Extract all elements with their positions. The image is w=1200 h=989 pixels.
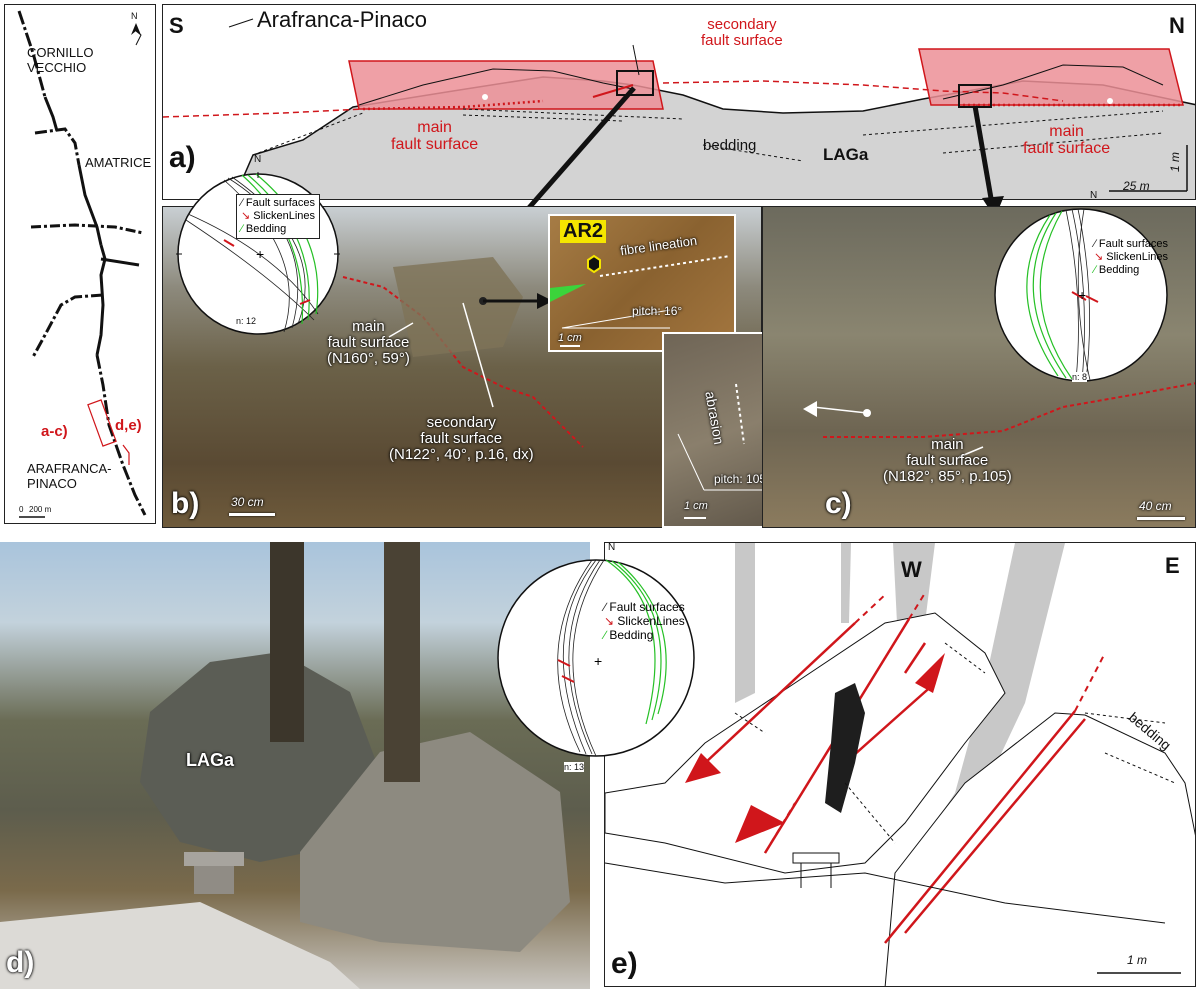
legend-b-slicken: SlickenLines	[253, 210, 316, 222]
outcrop-profile-drawing	[163, 18, 1195, 199]
panel-d-label: d)	[6, 946, 35, 979]
place-arafranca: ARAFRANCA-PINACO	[27, 461, 112, 491]
map-north-label: N	[131, 11, 138, 21]
stereonet-b: + N n: 12	[168, 154, 348, 344]
legend-b-bedding: Bedding	[245, 223, 287, 235]
panel-a-label: a)	[169, 141, 196, 174]
stereonet-b-count: n: 12	[236, 316, 257, 326]
panel-e-drawing: W E bedding 1 m e)	[604, 542, 1196, 987]
panel-a-south: S	[169, 13, 184, 38]
panel-e-scale-label: 1 m	[1127, 953, 1148, 967]
ar2-scale: 1 cm	[558, 332, 582, 344]
stereonet-c-north: N	[1090, 190, 1098, 201]
legend-c-slicken: SlickenLines	[1106, 251, 1169, 263]
abrasion-pitch: pitch: 105°	[714, 472, 771, 486]
panel-c-fault-trace	[803, 382, 1195, 458]
panel-e-label: e)	[611, 947, 638, 980]
panel-a-scale-h: 25 m	[1123, 179, 1150, 193]
svg-text:+: +	[256, 246, 264, 262]
panel-b-label: b)	[171, 487, 200, 520]
map-box-ac: a-c)	[41, 423, 68, 440]
stereonet-c: + N n: 8	[986, 190, 1176, 390]
legend-b: ∕ Fault surfaces ↘ SlickenLines ∕ Beddin…	[236, 194, 321, 239]
panel-a-north: N	[1169, 13, 1185, 38]
abrasion-scale: 1 cm	[684, 500, 708, 512]
inset-ar2-photo: AR2 fibre lineation pitch: 16° 1 cm	[548, 214, 736, 352]
panel-c-label: c)	[825, 487, 852, 520]
stereonet-e-count: n: 13	[564, 762, 585, 772]
panel-e-sketch	[605, 543, 1195, 986]
ar2-site-label: AR2	[560, 220, 607, 243]
svg-text:+: +	[594, 653, 602, 669]
panel-b-fault-trace	[342, 257, 584, 448]
panel-d-photo: LAGa d)	[0, 542, 590, 989]
panel-a-bedding: bedding	[703, 137, 757, 154]
map-box-de: d,e)	[115, 417, 142, 434]
stereonet-b-north: N	[254, 154, 262, 165]
panel-c-scale-bar	[1137, 517, 1185, 520]
panel-a-title: Arafranca-Pinaco	[257, 7, 427, 32]
svg-text:+: +	[1078, 287, 1086, 303]
ar2-pitch: pitch: 16°	[632, 304, 683, 318]
panel-e-west: W	[901, 557, 922, 582]
panel-d-unit: LAGa	[186, 750, 235, 770]
legend-e-faults: Fault surfaces	[609, 600, 685, 614]
stereonet-e: + N n: 13	[496, 542, 696, 772]
legend-e: ∕ Fault surfaces ↘ SlickenLines ∕ Beddin…	[604, 600, 685, 642]
stereonet-c-count: n: 8	[1072, 372, 1088, 382]
panel-c-scale-label: 40 cm	[1139, 499, 1172, 513]
map-scale-label: 200 m	[29, 505, 52, 514]
legend-c-bedding: Bedding	[1098, 264, 1140, 276]
legend-c: ∕ Fault surfaces ↘ SlickenLines ∕ Beddin…	[1094, 238, 1169, 276]
panel-a-unit: LAGa	[823, 145, 869, 164]
panel-d-rocks	[0, 542, 570, 989]
legend-e-bedding: Bedding	[609, 628, 654, 642]
place-amatrice: AMATRICE	[85, 155, 152, 170]
legend-c-faults: Fault surfaces	[1098, 238, 1168, 250]
panel-e-east: E	[1165, 553, 1180, 578]
panel-b-scale-label: 30 cm	[231, 495, 264, 509]
panel-b-scale-bar	[229, 513, 275, 516]
north-arrow-icon	[131, 23, 142, 46]
fault-trace-map	[17, 10, 147, 518]
legend-b-faults: Fault surfaces	[245, 197, 315, 209]
map-scale-zero: 0	[19, 505, 24, 514]
stereonet-e-north: N	[608, 542, 616, 553]
legend-e-slicken: SlickenLines	[617, 614, 685, 628]
